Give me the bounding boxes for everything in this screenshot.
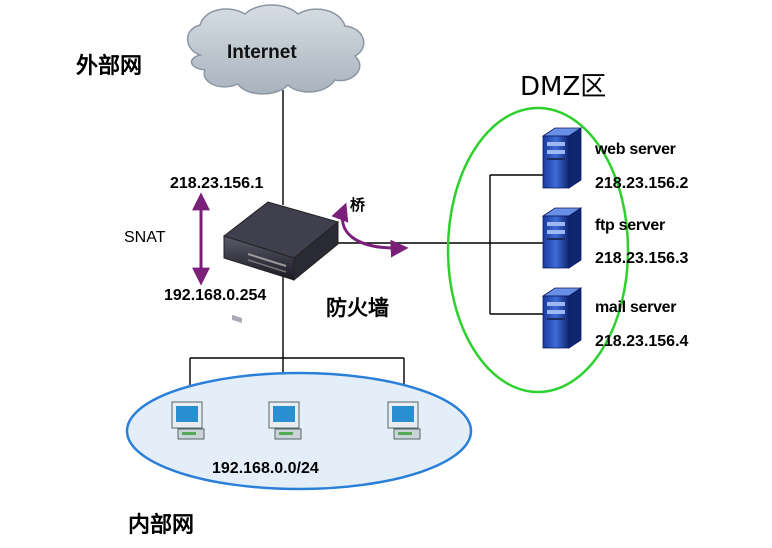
internal-zone-label: 内部网 xyxy=(128,513,195,538)
internet-cloud xyxy=(186,4,365,95)
snat-label: SNAT xyxy=(124,229,166,246)
bridge-label: 桥 xyxy=(350,196,366,214)
mail-server-ip: 218.23.156.4 xyxy=(595,333,689,350)
ftp-server-icon xyxy=(541,207,583,269)
workstation-icon-1 xyxy=(171,401,205,440)
firewall-inner-ip: 192.168.0.254 xyxy=(164,287,267,304)
mail-server-name: mail server xyxy=(595,299,677,316)
web-server-icon xyxy=(541,127,583,189)
firewall-device-icon xyxy=(222,201,340,323)
dmz-zone-ellipse xyxy=(446,106,630,394)
web-server-ip: 218.23.156.2 xyxy=(595,175,689,192)
internet-label: Internet xyxy=(227,42,297,63)
workstation-icon-2 xyxy=(268,401,302,440)
dmz-zone-label: DMZ区 xyxy=(520,72,607,102)
ftp-server-name: ftp server xyxy=(595,217,665,234)
bridge-arrow xyxy=(331,202,409,258)
mail-server-icon xyxy=(541,287,583,349)
connection-lines xyxy=(189,90,543,400)
firewall-label: 防火墙 xyxy=(326,296,389,320)
web-server-name: web server xyxy=(595,141,676,158)
firewall-outer-ip: 218.23.156.1 xyxy=(170,175,264,192)
lan-subnet-label: 192.168.0.0/24 xyxy=(212,460,319,477)
workstation-icon-3 xyxy=(387,401,421,440)
external-zone-label: 外部网 xyxy=(76,54,143,79)
ftp-server-ip: 218.23.156.3 xyxy=(595,250,689,267)
